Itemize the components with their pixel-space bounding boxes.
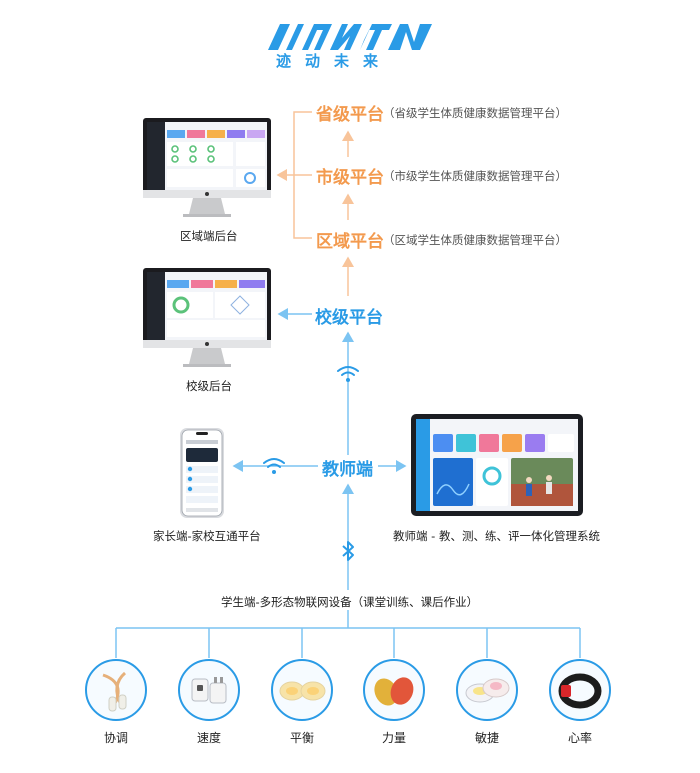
agility-pods-icon (456, 659, 518, 721)
tier-city-desc: （市级学生体质健康数据管理平台） (383, 169, 567, 183)
device-label: 协调 (103, 731, 128, 745)
school-platform-label: 校级平台 (315, 308, 383, 328)
device-label: 心率 (567, 731, 592, 745)
school-backend-caption: 校级后台 (186, 379, 232, 393)
heart-rate-band-icon (549, 659, 611, 721)
balance-pads-icon (271, 659, 333, 721)
device-label: 平衡 (289, 731, 314, 745)
jump-rope-icon (85, 659, 147, 721)
tablet-teacher-system (411, 414, 583, 516)
student-devices-caption: 学生端-多形态物联网设备（课堂训练、课后作业） (221, 595, 479, 609)
sensor-plug-icon (178, 659, 240, 721)
bluetooth-icon (342, 541, 354, 561)
teacher-system-caption: 教师端 - 教、测、练、评一体化管理系统 (393, 529, 600, 543)
device-label: 敏捷 (474, 731, 499, 745)
wifi-icon (263, 458, 285, 474)
tier-province-label: 省级平台 (316, 105, 384, 125)
monitor-region-backend (143, 118, 271, 217)
strength-eggs-icon (363, 659, 425, 721)
device-label: 速度 (196, 731, 221, 745)
brand-logo-mark (268, 24, 432, 50)
tier-city-label: 市级平台 (316, 168, 384, 188)
wifi-icon (337, 366, 359, 382)
phone-parent-app (180, 428, 224, 518)
tier-province-desc: （省级学生体质健康数据管理平台） (383, 106, 567, 120)
brand-name: 迹动未来 (276, 52, 393, 70)
tier-region-label: 区域平台 (316, 232, 384, 252)
region-backend-caption: 区域端后台 (180, 229, 238, 243)
monitor-school-backend (143, 268, 271, 367)
device-label: 力量 (381, 731, 406, 745)
tier-region-desc: （区域学生体质健康数据管理平台） (383, 233, 567, 247)
teacher-node-label: 教师端 (322, 460, 373, 480)
parent-app-caption: 家长端-家校互通平台 (153, 529, 261, 543)
